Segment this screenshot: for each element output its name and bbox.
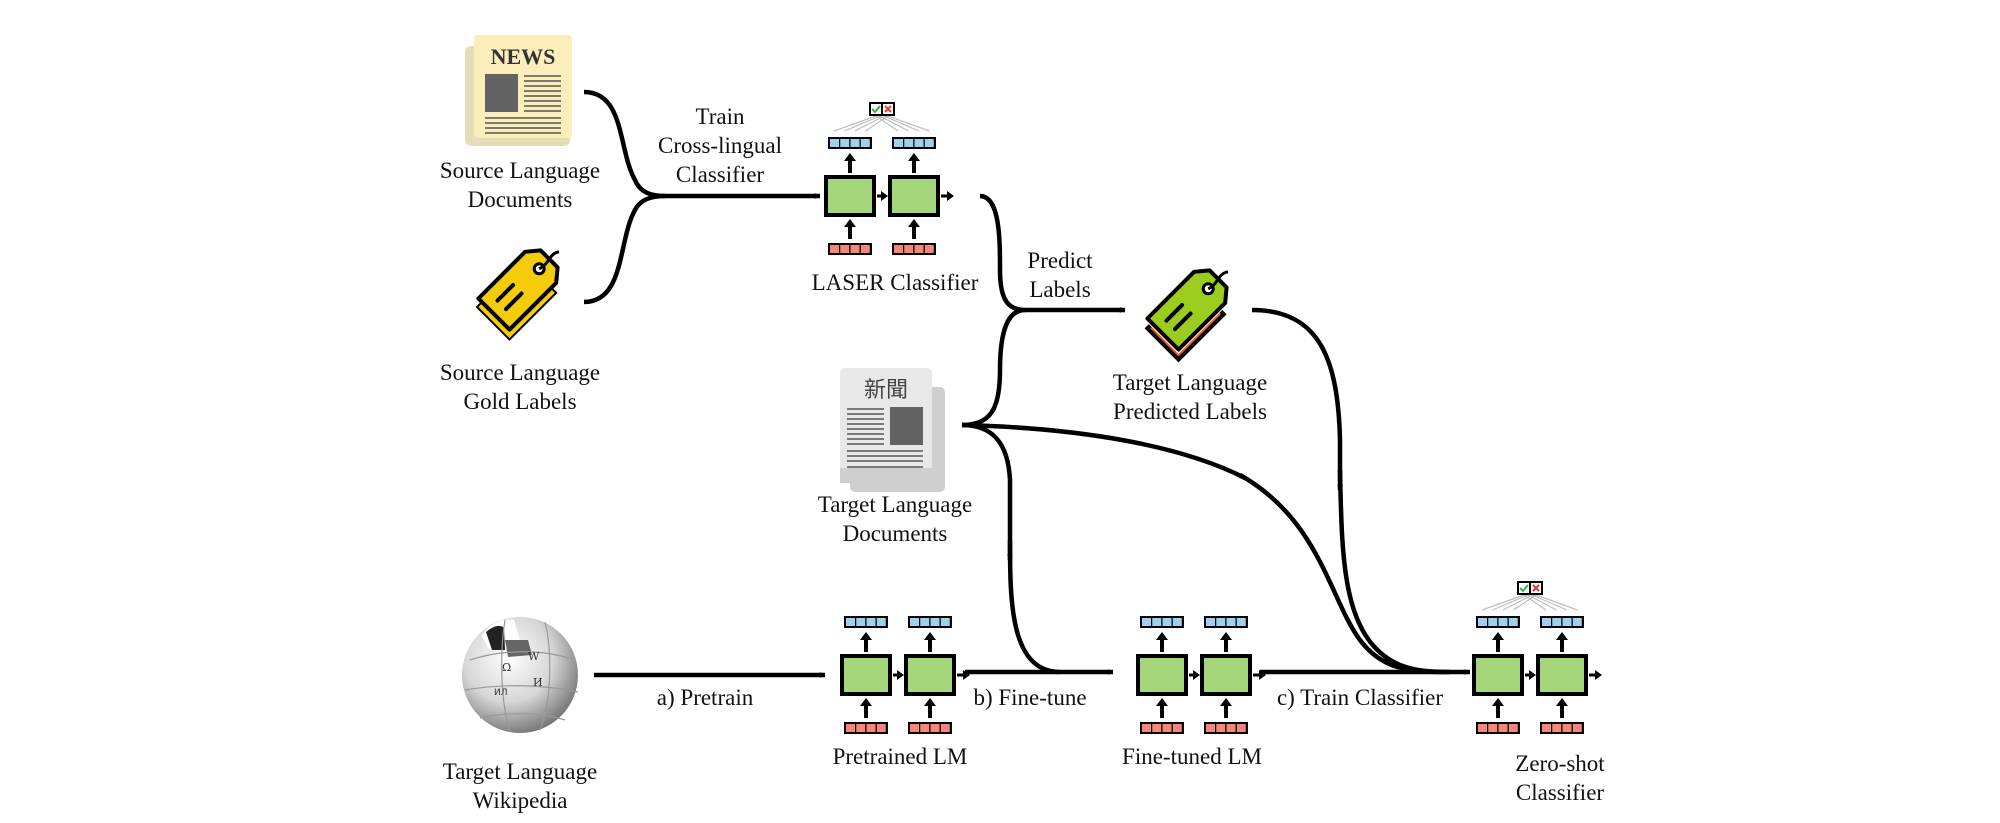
finetuned-lm-label: Fine-tuned LM bbox=[1122, 744, 1262, 769]
zeroshot-classifier-module bbox=[1472, 581, 1602, 734]
input-vector bbox=[892, 243, 936, 255]
edge-gold-labels bbox=[583, 193, 666, 305]
input-vector bbox=[828, 243, 872, 255]
predict-labels-label: Predict Labels bbox=[1027, 248, 1093, 302]
finetune-label: b) Fine-tune bbox=[973, 685, 1087, 710]
check-icon bbox=[871, 105, 881, 114]
input-vector bbox=[844, 722, 888, 734]
edge-target-docs-classifier bbox=[961, 422, 1247, 481]
svg-text:新聞: 新聞 bbox=[864, 378, 908, 403]
output-vector bbox=[844, 616, 888, 628]
laser-classifier-label: LASER Classifier bbox=[811, 270, 979, 295]
wikipedia-globe-icon: Ω W И ИЛ bbox=[462, 617, 579, 733]
gold-label-tag-icon bbox=[475, 248, 560, 341]
cross-icon bbox=[884, 105, 892, 113]
gold-labels-label: Source Language Gold Labels bbox=[439, 360, 601, 414]
rnn-cell bbox=[904, 654, 956, 696]
classifier-output-icon bbox=[869, 102, 895, 116]
pretrained-lm-label: Pretrained LM bbox=[832, 744, 968, 769]
input-vector bbox=[1540, 722, 1584, 734]
classifier-connections bbox=[1481, 594, 1578, 611]
svg-text:NEWS: NEWS bbox=[491, 44, 556, 69]
classifier-connections bbox=[833, 115, 930, 132]
output-vector bbox=[892, 137, 936, 149]
rnn-cell bbox=[1536, 654, 1588, 696]
predicted-labels-label: Target Language Predicted Labels bbox=[1112, 370, 1268, 424]
rnn-cell bbox=[840, 654, 892, 696]
predicted-label-tag-icon bbox=[1144, 268, 1229, 363]
zeroshot-classifier-label: Zero-shot Classifier bbox=[1515, 751, 1605, 805]
cross-icon bbox=[1532, 584, 1540, 592]
rnn-cell bbox=[1200, 654, 1252, 696]
rnn-cell bbox=[824, 175, 876, 217]
output-vector bbox=[1476, 616, 1520, 628]
classifier-output-icon bbox=[1517, 581, 1543, 595]
train-crosslingual-label: Train Cross-lingual Classifier bbox=[658, 104, 782, 187]
target-newspaper-icon: 新聞 bbox=[840, 368, 945, 492]
output-vector bbox=[1540, 616, 1584, 628]
connectors bbox=[583, 89, 1471, 678]
wikipedia-label: Target Language Wikipedia bbox=[442, 759, 598, 813]
output-vector bbox=[1140, 616, 1184, 628]
input-vector bbox=[1476, 722, 1520, 734]
edge-predicted-labels-classifier bbox=[1251, 307, 1343, 491]
pretrain-label: a) Pretrain bbox=[656, 685, 754, 710]
rnn-cell bbox=[1136, 654, 1188, 696]
svg-text:Ω: Ω bbox=[502, 661, 511, 674]
edge-laser-out bbox=[979, 193, 1026, 313]
edge-target-docs-up bbox=[961, 307, 1026, 428]
finetuned-lm-module bbox=[1136, 616, 1266, 734]
input-vector bbox=[908, 722, 952, 734]
laser-classifier-module bbox=[824, 102, 954, 255]
target-docs-label: Target Language Documents bbox=[817, 492, 973, 546]
source-newspaper-icon: NEWS bbox=[465, 35, 572, 146]
input-vector bbox=[1204, 722, 1248, 734]
output-vector bbox=[828, 137, 872, 149]
check-icon bbox=[1519, 584, 1529, 593]
source-docs-label: Source Language Documents bbox=[439, 158, 601, 212]
svg-text:ИЛ: ИЛ bbox=[494, 688, 508, 698]
svg-text:W: W bbox=[528, 650, 540, 663]
rnn-cell bbox=[1472, 654, 1524, 696]
rnn-cell bbox=[888, 175, 940, 217]
edge-source-docs bbox=[583, 89, 666, 199]
input-vector bbox=[1140, 722, 1184, 734]
train-classifier-label: c) Train Classifier bbox=[1276, 685, 1444, 710]
svg-text:И: И bbox=[533, 676, 543, 689]
output-vector bbox=[908, 616, 952, 628]
pretrained-lm-module bbox=[840, 616, 970, 734]
output-vector bbox=[1204, 616, 1248, 628]
